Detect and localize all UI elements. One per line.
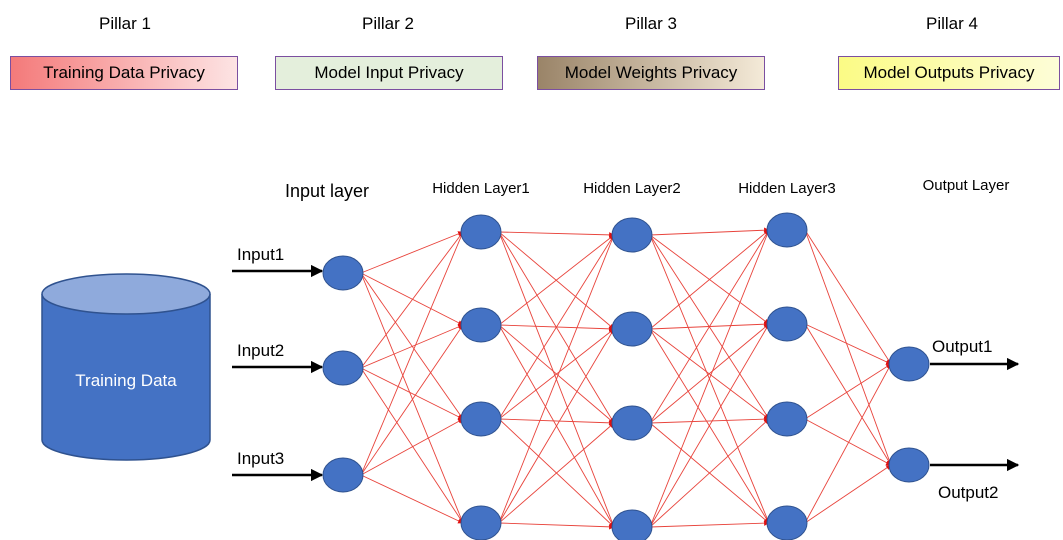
connection-l4-2-2 <box>804 323 892 466</box>
connection-l3-3-1 <box>649 229 770 424</box>
neuron-layer2-3 <box>460 401 502 437</box>
connection-l4-2-1 <box>804 323 892 365</box>
connection-l1-1-4 <box>360 272 464 524</box>
pillar-2-box: Model Input Privacy <box>275 56 503 90</box>
connection-l2-4-1 <box>498 234 615 524</box>
neuron-layer1-3 <box>322 457 364 493</box>
neuron-layer3-2 <box>611 311 653 347</box>
pillar-2-title: Pillar 2 <box>362 14 414 33</box>
connection-l4-4-1 <box>804 363 892 524</box>
input-1-label: Input1 <box>237 245 284 264</box>
connection-l4-3-2 <box>804 418 892 466</box>
connection-l3-4-3 <box>649 418 770 528</box>
connection-l2-2-1 <box>498 234 615 326</box>
neuron-layer3-1 <box>611 217 653 253</box>
neuron-layer3-3 <box>611 405 653 441</box>
neuron-layer1-1 <box>322 255 364 291</box>
connection-l1-3-3 <box>360 418 464 476</box>
connection-l2-4-4 <box>498 522 615 530</box>
neuron-layer4-1 <box>766 212 808 248</box>
connection-l1-1-2 <box>360 272 464 326</box>
connection-l1-3-4 <box>360 474 464 524</box>
connection-l3-1-1 <box>649 227 770 236</box>
pillar-1-box: Training Data Privacy <box>10 56 238 90</box>
connection-l1-3-1 <box>360 231 464 476</box>
neuron-layer2-2 <box>460 307 502 343</box>
neuron-layer5-2 <box>888 447 930 483</box>
connections <box>360 227 892 530</box>
input-2-label: Input2 <box>237 341 284 360</box>
connection-l4-4-2 <box>804 464 892 524</box>
layer-title-hidden2: Hidden Layer2 <box>583 180 681 197</box>
database-body <box>41 294 211 461</box>
layer-title-hidden3: Hidden Layer3 <box>738 180 836 197</box>
neuron-layer3-4 <box>611 509 653 540</box>
connection-l2-3-3 <box>498 418 615 426</box>
connection-l3-3-3 <box>649 416 770 424</box>
neurons <box>322 212 930 540</box>
pillar-3-title: Pillar 3 <box>625 14 677 33</box>
connection-l2-3-1 <box>498 234 615 420</box>
connection-l3-4-4 <box>649 520 770 528</box>
pillar-3-box: Model Weights Privacy <box>537 56 765 90</box>
neuron-layer4-3 <box>766 401 808 437</box>
neuron-layer1-2 <box>322 350 364 386</box>
connection-l2-4-3 <box>498 422 615 524</box>
connection-l3-2-1 <box>649 229 770 330</box>
connection-l1-2-1 <box>360 231 464 369</box>
connection-l3-4-2 <box>649 323 770 528</box>
connection-l1-2-3 <box>360 367 464 420</box>
connection-l4-1-1 <box>804 229 892 365</box>
training-data-database: Training Data <box>41 273 211 461</box>
connection-l1-1-1 <box>360 231 464 274</box>
neuron-layer2-4 <box>460 505 502 540</box>
connection-l4-3-1 <box>804 363 892 420</box>
neuron-layer2-1 <box>460 214 502 250</box>
database-label: Training Data <box>75 371 177 390</box>
connection-l3-4-1 <box>649 229 770 528</box>
connection-l1-2-4 <box>360 367 464 524</box>
connection-l2-4-2 <box>498 328 615 524</box>
output-2-label: Output2 <box>938 483 999 502</box>
database-top <box>41 273 211 315</box>
connection-l1-3-2 <box>360 324 464 476</box>
connection-l1-1-3 <box>360 272 464 420</box>
pillar-4-box: Model Outputs Privacy <box>838 56 1060 90</box>
neuron-layer4-2 <box>766 306 808 342</box>
layer-title-input: Input layer <box>285 181 369 201</box>
connection-l3-3-2 <box>649 323 770 424</box>
connection-l2-1-1 <box>498 231 615 238</box>
neuron-layer4-4 <box>766 505 808 540</box>
pillar-1-title: Pillar 1 <box>99 14 151 33</box>
connection-l1-2-2 <box>360 324 464 369</box>
layer-title-output: Output Layer <box>923 177 1010 194</box>
neuron-layer5-1 <box>888 346 930 382</box>
connection-l4-1-2 <box>804 229 892 466</box>
pillar-4-title: Pillar 4 <box>926 14 978 33</box>
input-3-label: Input3 <box>237 449 284 468</box>
layer-title-hidden1: Hidden Layer1 <box>432 180 530 197</box>
output-1-label: Output1 <box>932 337 993 356</box>
connection-l2-3-2 <box>498 328 615 420</box>
